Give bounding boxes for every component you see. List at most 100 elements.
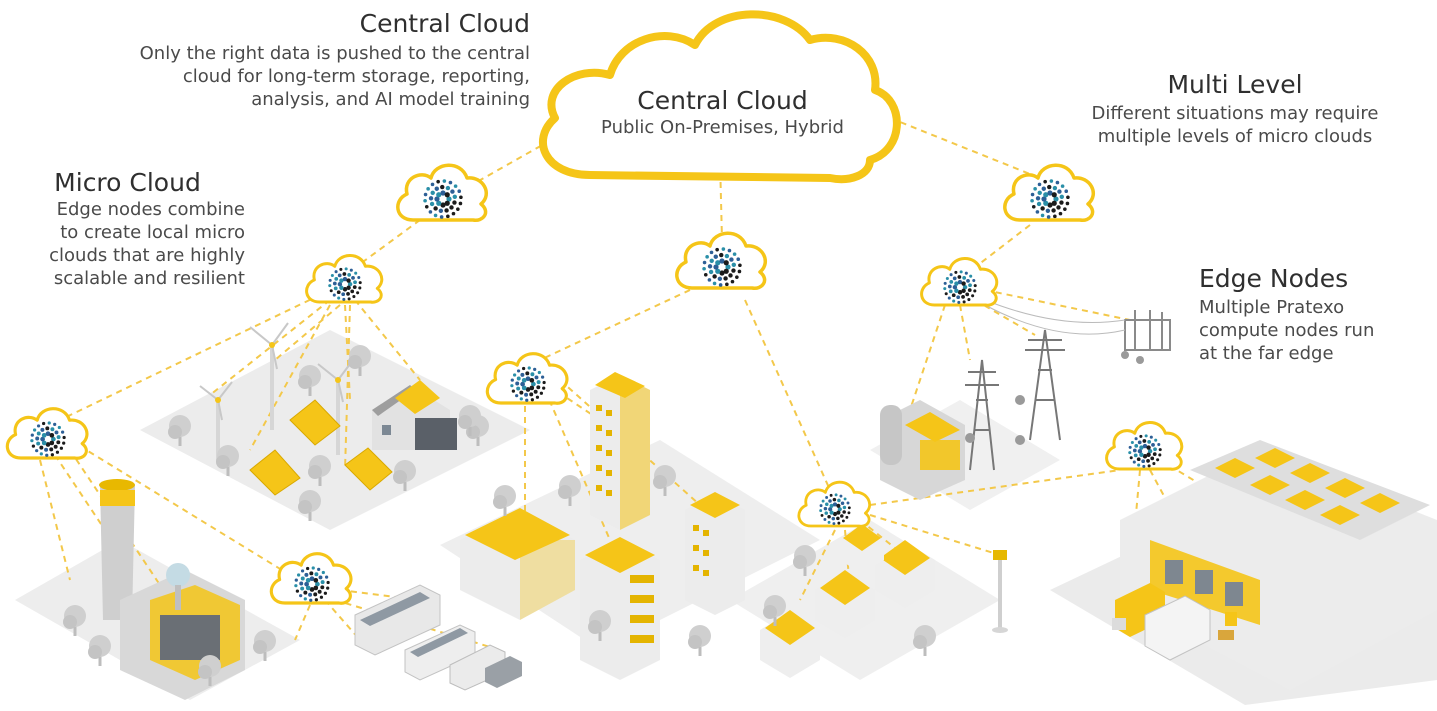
forklift-icon bbox=[1218, 612, 1237, 640]
link-line bbox=[324, 599, 361, 641]
cloud-icon bbox=[396, 163, 488, 222]
cloud-icon bbox=[797, 480, 871, 528]
cloud-icon bbox=[269, 552, 353, 605]
description-line: compute nodes run bbox=[1199, 320, 1375, 341]
power-pylon-icon bbox=[1025, 329, 1065, 441]
link-line bbox=[344, 304, 351, 401]
cloud-icon bbox=[1105, 420, 1184, 471]
multi-level-title: Multi Level bbox=[1167, 70, 1303, 99]
multi-level-description: Different situations may require multipl… bbox=[1040, 102, 1430, 148]
cloud-icon bbox=[675, 231, 767, 290]
truck-icon bbox=[1144, 595, 1211, 661]
edge-nodes-description: Multiple Pratexo compute nodes run at th… bbox=[1199, 296, 1424, 365]
warehouse-icon bbox=[1112, 440, 1437, 690]
multi-level-annotation: Multi Level Different situations may req… bbox=[1040, 70, 1430, 148]
vehicle-icon bbox=[485, 656, 522, 688]
description-line: scalable and resilient bbox=[53, 268, 245, 289]
description-line: to create local micro bbox=[60, 222, 245, 243]
power-plant-icon bbox=[880, 400, 965, 500]
link-line bbox=[209, 299, 331, 396]
cloud-icon bbox=[920, 256, 999, 307]
pratexo-node-icon bbox=[702, 247, 742, 287]
pratexo-node-icon bbox=[328, 267, 362, 301]
pratexo-node-icon bbox=[819, 493, 851, 525]
link-line bbox=[909, 304, 946, 411]
link-line bbox=[799, 529, 836, 601]
vehicle-icon bbox=[354, 584, 441, 656]
description-line: cloud for long-term storage, reporting, bbox=[182, 66, 530, 87]
description-line: clouds that are highly bbox=[49, 245, 245, 266]
central-cloud-title: Central Cloud bbox=[359, 9, 530, 38]
central-cloud-annotation: Central Cloud Only the right data is pus… bbox=[40, 9, 530, 111]
edge-nodes-annotation: Edge Nodes Multiple Pratexo compute node… bbox=[1199, 264, 1424, 365]
description-line: multiple levels of micro clouds bbox=[1097, 126, 1373, 147]
description-line: Multiple Pratexo bbox=[1199, 297, 1345, 318]
link-line bbox=[344, 304, 351, 471]
factory-icon bbox=[63, 479, 276, 700]
central-cloud-description: Only the right data is pushed to the cen… bbox=[40, 42, 530, 111]
tower-building-icon bbox=[685, 492, 745, 615]
link-line bbox=[274, 304, 341, 361]
pratexo-node-icon bbox=[943, 270, 977, 304]
solar-panel-icon bbox=[344, 447, 393, 491]
house-icon bbox=[372, 380, 457, 450]
link-line bbox=[539, 289, 691, 361]
power-infrastructure bbox=[880, 299, 1171, 500]
cloud-icon bbox=[305, 253, 384, 304]
pratexo-node-icon bbox=[30, 421, 66, 457]
pratexo-node-icon bbox=[510, 366, 546, 402]
cloud-icon bbox=[485, 352, 569, 405]
link-line bbox=[959, 304, 971, 361]
central-badge-title: Central Cloud bbox=[637, 86, 808, 115]
link-line bbox=[869, 109, 1046, 181]
link-line bbox=[54, 454, 106, 531]
central-badge-subtitle: Public On-Premises, Hybrid bbox=[601, 117, 844, 138]
cell-tower-icon bbox=[992, 550, 1008, 633]
house-icon bbox=[760, 610, 820, 678]
solar-panel-icon bbox=[289, 399, 341, 446]
substation-icon bbox=[1124, 310, 1171, 351]
central-cloud-icon bbox=[539, 10, 901, 183]
cloud-icon bbox=[5, 407, 89, 460]
houses bbox=[760, 524, 1008, 678]
link-line bbox=[869, 514, 1001, 556]
central-cloud-badge: Central Cloud Public On-Premises, Hybrid bbox=[555, 86, 890, 139]
link-line bbox=[59, 294, 321, 421]
tower-building-icon bbox=[590, 372, 650, 530]
description-line: Different situations may require bbox=[1091, 103, 1379, 124]
wind-farm bbox=[168, 322, 489, 521]
micro-cloud-description: Edge nodes combine to create local micro… bbox=[0, 198, 245, 290]
pratexo-node-icon bbox=[1128, 434, 1162, 468]
solar-panel-icon bbox=[249, 449, 301, 496]
pratexo-node-icon bbox=[1030, 179, 1070, 219]
house-icon bbox=[815, 570, 875, 638]
wind-turbine-icon bbox=[317, 359, 354, 455]
micro-cloud-annotation: Micro Cloud Edge nodes combine to create… bbox=[0, 168, 245, 290]
link-line bbox=[294, 604, 311, 641]
cloud-icon bbox=[1003, 163, 1095, 222]
power-pylon-icon bbox=[965, 359, 999, 471]
pratexo-node-icon bbox=[294, 566, 330, 602]
wind-turbine-icon bbox=[199, 381, 233, 462]
link-line bbox=[744, 299, 831, 491]
description-line: Edge nodes combine bbox=[56, 199, 245, 220]
pratexo-node-icon bbox=[423, 179, 463, 219]
description-line: Only the right data is pushed to the cen… bbox=[139, 43, 530, 64]
link-line bbox=[249, 304, 331, 451]
tower-building-icon bbox=[580, 537, 660, 680]
link-line bbox=[869, 469, 1121, 506]
edge-nodes-title: Edge Nodes bbox=[1199, 264, 1349, 293]
house-icon bbox=[875, 540, 935, 608]
description-line: at the far edge bbox=[1199, 343, 1334, 364]
description-line: analysis, and AI model training bbox=[251, 89, 530, 110]
house-icon bbox=[840, 524, 884, 574]
link-line bbox=[984, 289, 1131, 321]
city bbox=[458, 372, 816, 680]
link-line bbox=[39, 459, 71, 581]
micro-cloud-title: Micro Cloud bbox=[54, 168, 201, 197]
wind-turbine-icon bbox=[249, 322, 289, 430]
micro-clouds bbox=[5, 163, 1184, 605]
vehicles bbox=[354, 584, 522, 691]
tower-building-icon bbox=[460, 508, 575, 620]
